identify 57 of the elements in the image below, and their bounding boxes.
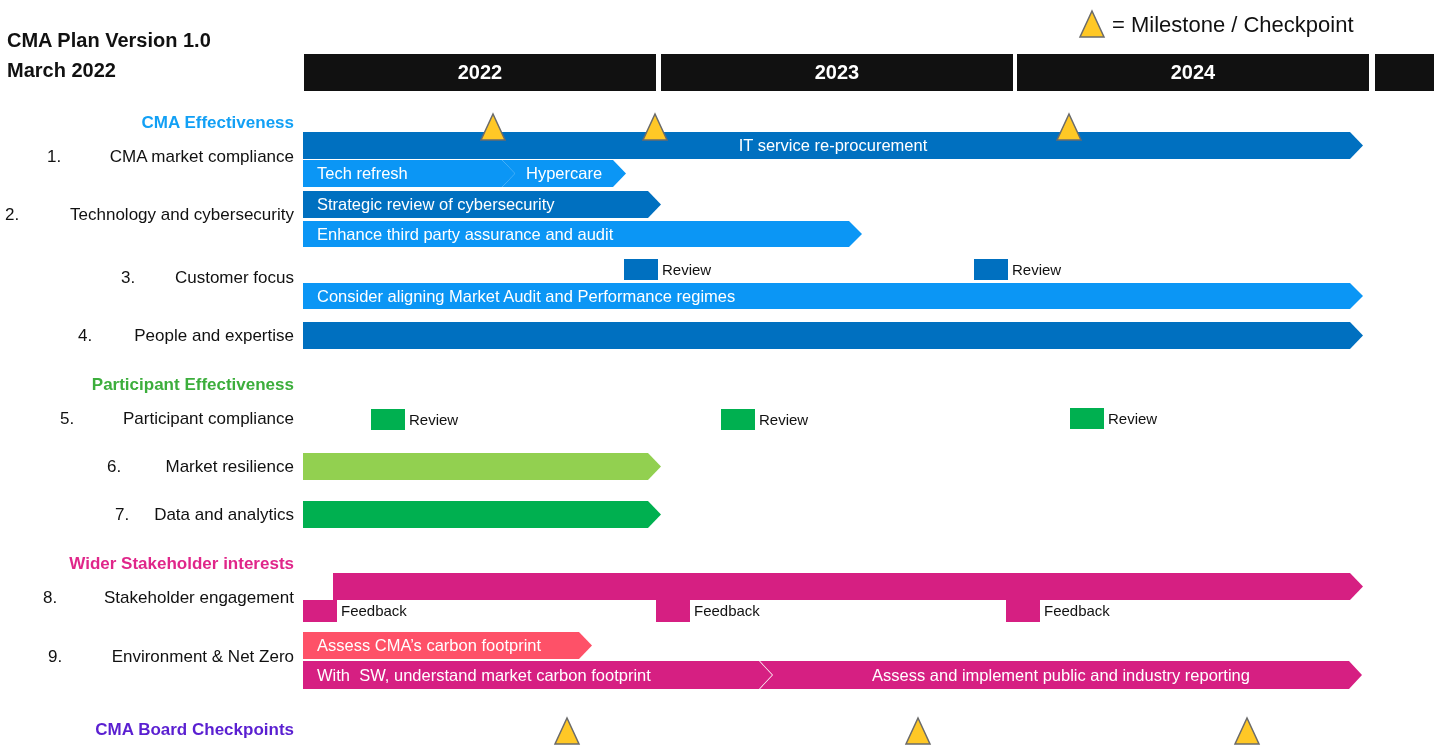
feedback-label: Feedback (341, 602, 407, 619)
row-label: Technology and cybersecurity (70, 205, 294, 225)
year-header: 2024 (1017, 54, 1369, 91)
section-heading: CMA Board Checkpoints (95, 720, 294, 740)
row-label: Participant compliance (122, 409, 294, 429)
task-bar (303, 322, 1363, 349)
review-marker (1070, 408, 1104, 429)
chart-title: CMA Plan Version 1.0 March 2022 (7, 28, 212, 83)
row-number: 9. (48, 647, 63, 667)
review-marker (974, 259, 1008, 280)
task-bar: Assess and implement public and industry reporting (760, 661, 1362, 689)
feedback-label: Feedback (694, 602, 760, 619)
feedback-label: Feedback (1044, 602, 1110, 619)
review-label: Review (759, 411, 809, 428)
row-number: 5. (60, 409, 75, 429)
review-label: Review (1108, 410, 1158, 427)
row-number: 2. (5, 205, 20, 225)
year-header: 2022 (304, 54, 656, 91)
row-number: 6. (107, 457, 122, 477)
task-bar: Assess CMA’s carbon footprint (303, 632, 592, 659)
row-number: 3. (121, 268, 136, 288)
review-label: Review (1012, 261, 1062, 278)
row-label: Environment & Net Zero (111, 647, 294, 667)
feedback-marker (1006, 600, 1040, 622)
task-bar: Enhance third party assurance and audit (303, 221, 862, 247)
review-marker (721, 409, 755, 430)
row-label: Customer focus (174, 268, 294, 288)
row-label: CMA market compliance (109, 147, 294, 167)
task-bar: Hypercare (502, 160, 626, 187)
review-label: Review (662, 261, 712, 278)
task-bar: Consider aligning Market Audit and Performance regimes (303, 283, 1363, 309)
task-bar (333, 573, 1363, 600)
row-label: Market resilience (165, 457, 294, 477)
section-heading: CMA Effectiveness (141, 113, 294, 133)
row-label: People and expertise (134, 326, 294, 346)
task-bar: With SW, understand market carbon footprint (303, 661, 772, 689)
year-header (1375, 54, 1434, 91)
review-marker (371, 409, 405, 430)
task-bar: Strategic review of cybersecurity (303, 191, 661, 218)
feedback-marker (303, 600, 337, 622)
feedback-marker (656, 600, 690, 622)
section-heading: Participant Effectiveness (91, 375, 294, 395)
row-number: 4. (78, 326, 93, 346)
review-marker (624, 259, 658, 280)
row-number: 7. (115, 505, 130, 525)
row-number: 8. (43, 588, 58, 608)
row-label: Stakeholder engagement (104, 588, 294, 608)
review-label: Review (409, 411, 459, 428)
row-number: 1. (47, 147, 62, 167)
legend-label: = Milestone / Checkpoint (1112, 12, 1354, 38)
task-bar: Tech refresh (303, 160, 515, 187)
section-heading: Wider Stakeholder interests (69, 554, 294, 574)
task-bar (303, 501, 661, 528)
task-bar (303, 453, 661, 480)
task-bar: IT service re-procurement (303, 132, 1363, 159)
year-header: 2023 (661, 54, 1013, 91)
row-label: Data and analytics (154, 505, 294, 525)
